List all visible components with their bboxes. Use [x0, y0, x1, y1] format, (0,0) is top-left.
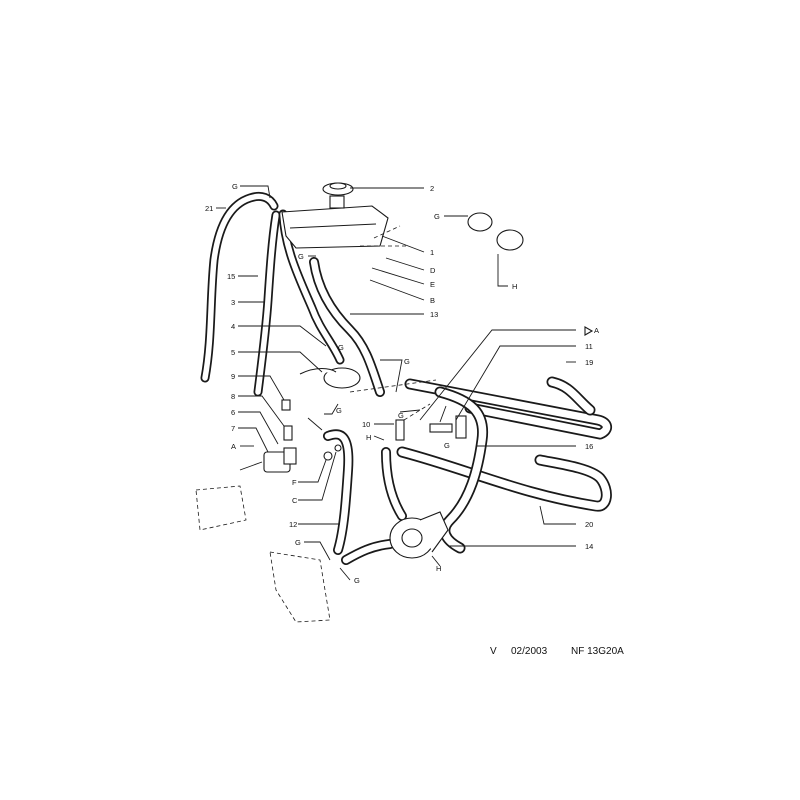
callout-label: F [292, 478, 297, 487]
callout-label: 16 [585, 442, 593, 451]
filler-cap [322, 182, 354, 196]
callout-label: H [366, 433, 371, 442]
callout-label: 9 [231, 372, 235, 381]
callout-label: G [295, 538, 301, 547]
callout-label: G [338, 343, 344, 352]
engine-block [195, 485, 331, 623]
hose-clamps [467, 212, 524, 251]
callout-label: H [512, 282, 517, 291]
callout-label: 7 [231, 424, 235, 433]
t-connectors [395, 415, 467, 441]
callout-label: A [594, 326, 599, 335]
sensor-parts [281, 399, 342, 461]
callout-label: G [336, 406, 342, 415]
callout-label: 6 [231, 408, 235, 417]
callout-label: 14 [585, 542, 593, 551]
leader-lines [216, 185, 576, 581]
callout-label: A [231, 442, 236, 451]
callout-label: G [434, 212, 440, 221]
callout-label: G [444, 441, 450, 450]
footer-ref: NF 13G20A [571, 646, 624, 657]
callout-label: G [398, 411, 404, 420]
callout-label: 20 [585, 520, 593, 529]
callout-label: G [298, 252, 304, 261]
bleed-fitting [239, 447, 297, 473]
callout-label: 15 [227, 272, 235, 281]
callout-label: 2 [430, 184, 434, 193]
callout-label: D [430, 266, 436, 275]
expansion-tank [281, 195, 389, 249]
callout-label: 13 [430, 310, 438, 319]
callout-label: 19 [585, 358, 593, 367]
callout-label: 10 [362, 420, 370, 429]
callout-label: C [292, 496, 298, 505]
callout-label: G [232, 182, 238, 191]
footer: V 02/2003 NF 13G20A [490, 646, 624, 657]
arrow-marker-icon [584, 326, 594, 336]
callout-label: 11 [585, 342, 593, 351]
callout-label: 3 [231, 298, 235, 307]
callout-label: 4 [231, 322, 235, 331]
callout-label: G [404, 357, 410, 366]
thermostat-housing [299, 367, 361, 389]
footer-version: V [490, 646, 497, 657]
callout-label: H [436, 564, 441, 573]
callout-label: G [354, 576, 360, 585]
callout-label: B [430, 296, 435, 305]
callout-label: 1 [430, 248, 434, 257]
footer-date: 02/2003 [511, 646, 548, 657]
callout-label: 8 [231, 392, 235, 401]
dashed-links [349, 225, 437, 421]
callout-label: 12 [289, 520, 297, 529]
callout-label: 5 [231, 348, 235, 357]
callout-labels: G 21 15 3 4 5 9 8 6 7 A F C 12 G G 2 G 1… [205, 182, 599, 585]
callout-label: E [430, 280, 435, 289]
water-pump [389, 511, 449, 559]
hoses [200, 191, 612, 565]
callout-label: 21 [205, 204, 213, 213]
